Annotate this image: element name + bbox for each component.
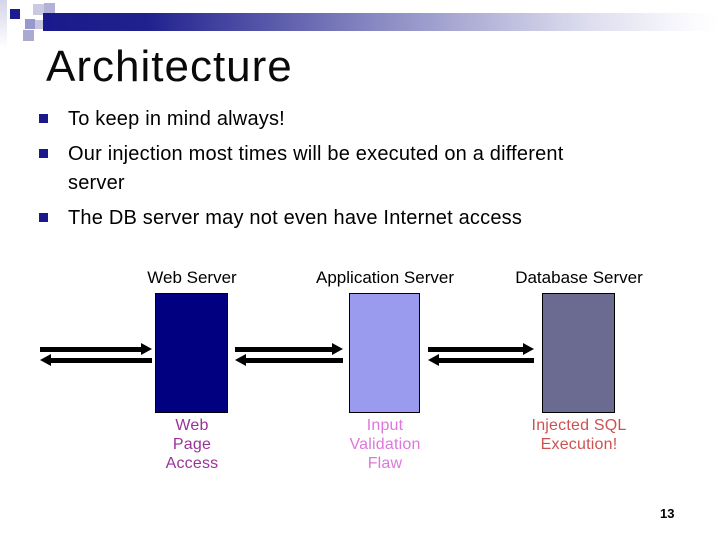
mosaic-square-icon: [23, 30, 34, 41]
node-caption-web-page-access: Web Page Access: [165, 417, 219, 472]
bullet-list: To keep in mind always! Our injection mo…: [39, 105, 649, 239]
slide-title: Architecture: [46, 42, 293, 91]
arrow-right-icon: [428, 343, 534, 356]
mosaic-square-icon: [10, 9, 20, 19]
bullet-item: Our injection most times will be execute…: [39, 140, 649, 198]
node-caption-injected-sql-execution: Injected SQL Execution!: [531, 417, 627, 453]
bullet-text: Our injection most times will be execute…: [68, 143, 564, 194]
mosaic-square-icon: [25, 19, 35, 29]
arrow-right-icon: [40, 343, 152, 356]
bullet-item: The DB server may not even have Internet…: [39, 204, 649, 233]
node-rect-application-server: [349, 293, 420, 413]
header-side-strip: [0, 0, 7, 48]
arrow-left-icon: [40, 354, 152, 367]
node-rect-database-server: [542, 293, 615, 413]
arrow-right-icon: [235, 343, 343, 356]
mosaic-square-icon: [44, 3, 55, 14]
arrow-left-icon: [428, 354, 534, 367]
node-rect-web-server: [155, 293, 228, 413]
bullet-square-icon: [39, 213, 48, 222]
bullet-text: To keep in mind always!: [68, 108, 285, 130]
bullet-text: The DB server may not even have Internet…: [68, 207, 523, 229]
mosaic-square-icon: [33, 4, 44, 15]
mosaic-square-icon: [35, 20, 44, 29]
node-label-application-server: Application Server: [316, 268, 454, 287]
arrow-left-icon: [235, 354, 343, 367]
bullet-square-icon: [39, 114, 48, 123]
node-label-web-server: Web Server: [147, 268, 237, 287]
node-label-database-server: Database Server: [515, 268, 643, 287]
bullet-square-icon: [39, 149, 48, 158]
node-caption-input-validation-flaw: Input Validation Flaw: [349, 417, 421, 472]
bullet-item: To keep in mind always!: [39, 105, 649, 134]
header-gradient-bar: [43, 13, 720, 31]
page-number: 13: [660, 506, 675, 521]
